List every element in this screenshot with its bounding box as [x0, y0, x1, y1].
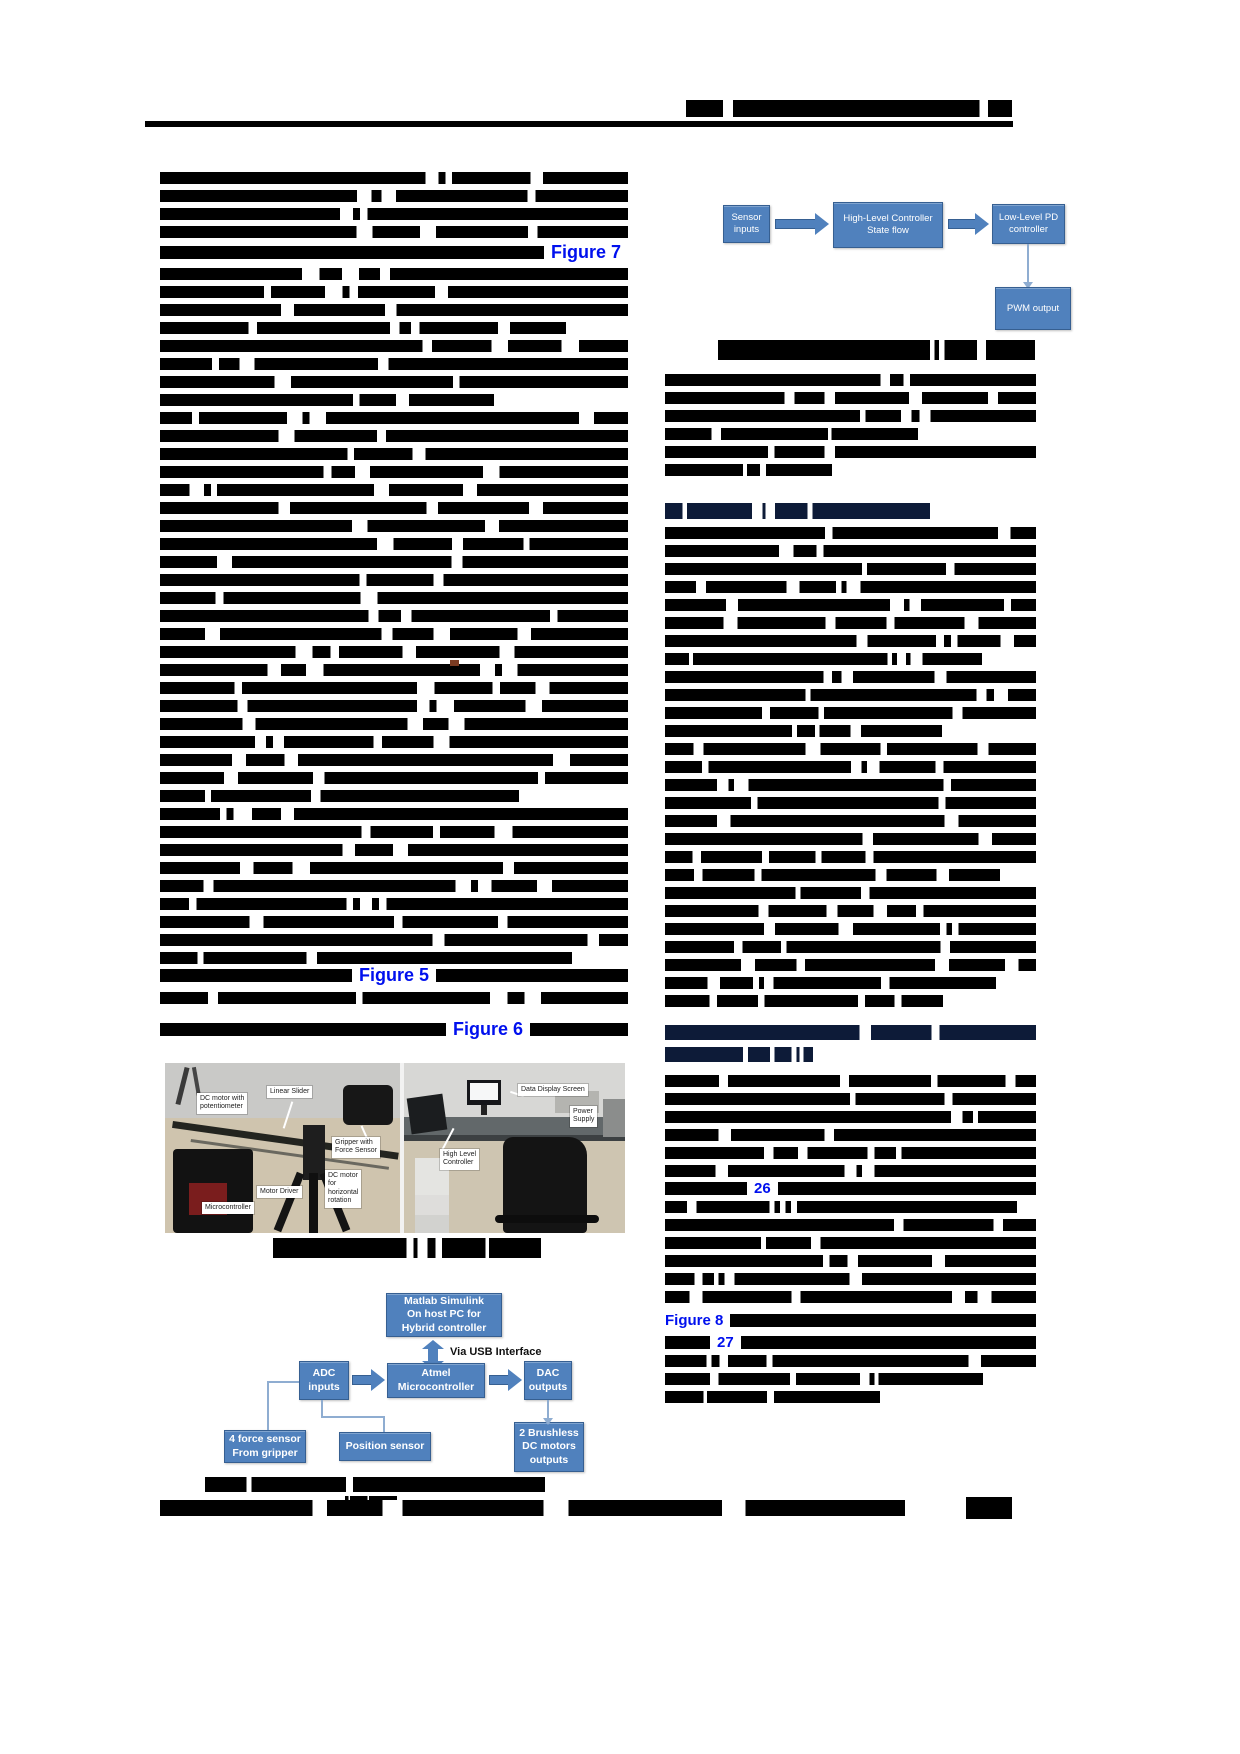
figure5-reference-line: Figure 5 [160, 964, 628, 986]
experimental-setup-photo: DC motor with potentiometer Linear Slide… [165, 1063, 625, 1233]
diagram-caption-redaction [205, 1477, 545, 1492]
system-block-diagram: Matlab Simulink On host PC for Hybrid co… [170, 1290, 594, 1475]
force-sensors-box: 4 force sensor From gripper [224, 1430, 306, 1463]
redacted-text-segment [160, 245, 544, 259]
monitor-screen [470, 1083, 498, 1100]
body-text-redaction-right-2 [665, 527, 1036, 1007]
connector-line [267, 1381, 269, 1430]
ink-speck [450, 660, 459, 666]
down-arrowhead-icon [1023, 282, 1033, 289]
arrow-right-icon [948, 213, 989, 235]
citation-27-reference[interactable]: 27 [717, 1333, 734, 1351]
usb-interface-label: Via USB Interface [450, 1346, 542, 1358]
redacted-text-segment [160, 968, 352, 982]
figure5-reference[interactable]: Figure 5 [359, 965, 430, 985]
sensor-inputs-box: Sensor inputs [723, 205, 770, 243]
redacted-text-segment [730, 1313, 1036, 1327]
flowchart-caption-redaction [718, 340, 1035, 360]
position-sensor-box: Position sensor [339, 1432, 431, 1461]
label-dc-motor: DC motor with potentiometer [197, 1093, 248, 1114]
redacted-text-segment [436, 968, 628, 982]
laptop-shape [406, 1093, 448, 1135]
robot-column [303, 1125, 325, 1180]
label-high-level-controller: High Level Controller [440, 1149, 480, 1170]
label-linear-slider: Linear Slider [267, 1086, 313, 1099]
redacted-text-segment [740, 1335, 1036, 1349]
label-data-display: Data Display Screen [518, 1084, 588, 1097]
arrow-right-icon [775, 213, 829, 235]
body-text-redaction-right-4 [665, 1201, 1036, 1303]
connector-line [1027, 244, 1029, 284]
results-heading-redaction [665, 503, 930, 519]
redacted-text-segment [777, 1181, 1036, 1195]
ref26-line: 26 [665, 1179, 1036, 1197]
brushless-motors-box: 2 Brushless DC motors outputs [514, 1422, 584, 1472]
arrow-right-icon [489, 1369, 522, 1391]
equipment-shape [603, 1099, 625, 1137]
pwm-output-box: PWM output [995, 287, 1071, 330]
ref27-line: 27 [665, 1333, 1036, 1351]
redacted-text-segment [665, 1335, 710, 1349]
redacted-text-segment [665, 1181, 747, 1195]
figure6-reference-line: Figure 6 [160, 1018, 628, 1040]
citation-26-reference[interactable]: 26 [754, 1179, 771, 1197]
header-rule [145, 121, 1013, 127]
figure7-reference[interactable]: Figure 7 [550, 242, 621, 262]
label-gripper: Gripper with Force Sensor [332, 1137, 381, 1158]
chair-base [495, 1215, 599, 1223]
high-level-controller-box: High-Level Controller State flow [833, 202, 943, 248]
robot-leg [309, 1173, 318, 1233]
gripper-shape [343, 1085, 393, 1125]
photo-caption-redaction [273, 1238, 541, 1258]
tripod-shape [175, 1066, 190, 1106]
adc-inputs-box: ADC inputs [299, 1361, 349, 1400]
subsection-heading-redaction-2 [665, 1047, 813, 1062]
connector-line [547, 1400, 549, 1419]
connector-line [383, 1416, 385, 1432]
label-motor-driver: Motor Driver [257, 1186, 302, 1199]
connector-line [267, 1381, 299, 1383]
body-text-redaction-right-3 [665, 1075, 1036, 1177]
label-power-supply: Power Supply [570, 1106, 598, 1127]
body-text-redaction-left [160, 268, 628, 964]
figure8-reference[interactable]: Figure 8 [665, 1311, 724, 1329]
desk-surface [404, 1117, 625, 1135]
figure6-reference[interactable]: Figure 6 [453, 1019, 524, 1039]
connector-line [321, 1400, 323, 1416]
body-text-redaction-left-2 [160, 992, 628, 1004]
footer-redaction [160, 1500, 905, 1516]
dac-outputs-box: DAC outputs [524, 1361, 572, 1400]
body-text-redaction-right-1 [665, 374, 1036, 476]
controller-flowchart: Sensor inputs High-Level Controller Stat… [665, 170, 1085, 335]
label-microcontroller: Microcontroller [202, 1202, 254, 1215]
figure8-reference-line: Figure 8 [665, 1311, 1036, 1329]
matlab-simulink-box: Matlab Simulink On host PC for Hybrid co… [386, 1293, 502, 1337]
drawer-unit [415, 1158, 449, 1233]
atmel-microcontroller-box: Atmel Microcontroller [387, 1363, 485, 1398]
figure7-reference-line: Figure 7 [160, 240, 628, 264]
subsection-heading-redaction [665, 1025, 1036, 1040]
label-dc-motor-rotation: DC motor for horizontal rotation [325, 1170, 362, 1208]
low-level-pd-box: Low-Level PD controller [992, 204, 1065, 244]
body-text-redaction-right-5 [665, 1355, 1036, 1403]
redacted-text-segment [160, 1022, 446, 1036]
page-number-redaction [966, 1497, 1012, 1519]
connector-line [321, 1416, 384, 1418]
intro-paragraph-redaction [160, 172, 628, 238]
redacted-text-segment [530, 1022, 628, 1036]
photo-panel-divider [400, 1063, 404, 1233]
header-journal-redaction [686, 100, 1012, 117]
arrow-right-icon [352, 1369, 385, 1391]
monitor-stand [481, 1105, 487, 1115]
down-arrowhead-icon [543, 1418, 553, 1425]
